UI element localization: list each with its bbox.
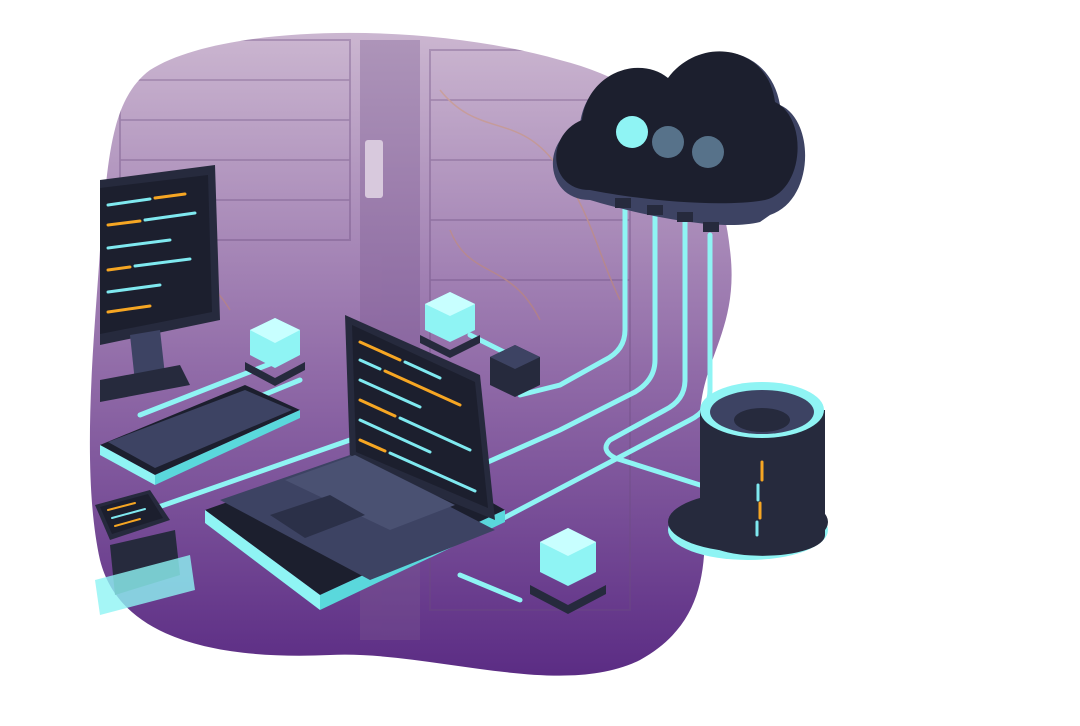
glowing-cable: [457, 572, 523, 603]
code-lines: [106, 192, 197, 314]
status-dot-active: [616, 116, 648, 148]
glowing-cable: [517, 202, 628, 398]
keyboard: [100, 385, 300, 485]
desktop-monitor: [100, 165, 220, 402]
laptop: [205, 315, 505, 610]
status-dot: [652, 126, 684, 158]
database-cylinder: [668, 382, 828, 560]
code-lines: [358, 340, 477, 493]
glowing-cable: [603, 217, 703, 488]
phone-device: [95, 490, 195, 615]
glowing-cable: [467, 212, 658, 473]
data-cube: [530, 528, 606, 614]
data-cube: [420, 292, 480, 358]
status-dot: [692, 136, 724, 168]
rack-handle: [365, 140, 383, 198]
cloud-icon: [552, 51, 806, 232]
dark-cube: [490, 345, 540, 397]
glowing-cable: [147, 437, 353, 513]
data-cube: [245, 318, 305, 386]
